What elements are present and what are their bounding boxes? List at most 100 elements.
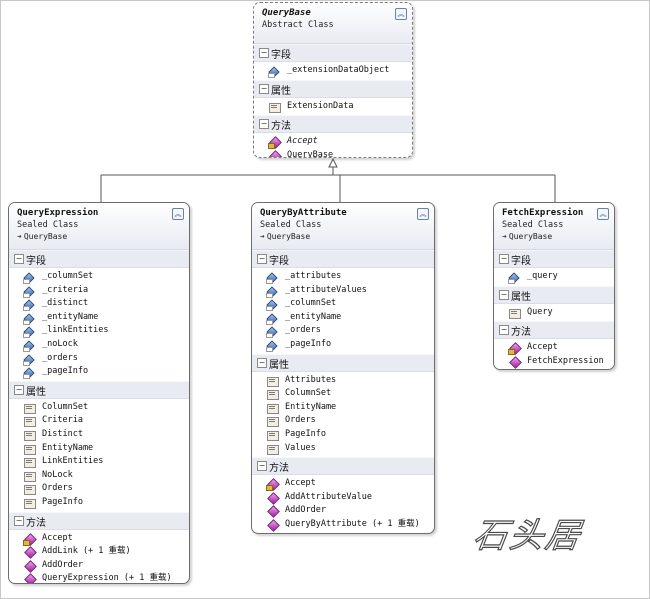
property-icon <box>23 402 36 414</box>
member-name: Values <box>285 442 316 453</box>
member-item[interactable]: NoLock <box>9 469 189 483</box>
section-header-methods[interactable]: −方法 <box>9 511 189 530</box>
field-icon <box>266 312 278 325</box>
collapse-icon[interactable]: ︽ <box>597 208 609 220</box>
field-icon <box>266 285 278 298</box>
class-header[interactable]: QueryExpression Sealed Class ➔QueryBase … <box>9 203 189 250</box>
field-icon <box>268 65 280 78</box>
minus-icon[interactable]: − <box>499 254 509 264</box>
section-header-methods[interactable]: −方法 <box>494 321 614 340</box>
member-item[interactable]: _entityName <box>9 311 189 325</box>
member-item[interactable]: _entityName <box>252 311 434 325</box>
member-item[interactable]: _distinct <box>9 297 189 312</box>
member-item[interactable]: _attributes <box>252 270 434 284</box>
class-kind: Sealed Class <box>260 220 322 230</box>
member-item[interactable]: _pageInfo <box>9 365 189 380</box>
section-header-fields[interactable]: −字段 <box>494 250 614 268</box>
member-item[interactable]: AddAttributeValue <box>252 491 434 505</box>
minus-icon[interactable]: − <box>257 357 267 368</box>
member-item[interactable]: LinkEntities <box>9 455 189 469</box>
member-item[interactable]: _linkEntities <box>9 324 189 339</box>
member-name: _orders <box>285 325 321 336</box>
section-header-properties[interactable]: −属性 <box>494 285 614 304</box>
class-box-fetchexpression[interactable]: FetchExpression Sealed Class ➔QueryBase … <box>493 202 615 370</box>
collapse-icon[interactable]: ︽ <box>395 8 407 20</box>
member-name: ColumnSet <box>42 401 89 412</box>
class-header[interactable]: FetchExpression Sealed Class ➔QueryBase … <box>494 203 614 250</box>
member-item[interactable]: FetchExpression <box>494 355 614 369</box>
member-item[interactable]: Attributes <box>252 374 434 388</box>
class-header[interactable]: QueryBase Abstract Class ︽ <box>254 3 412 44</box>
minus-icon[interactable]: − <box>259 83 269 94</box>
member-item[interactable]: _orders <box>252 324 434 339</box>
base-class-name: QueryBase <box>266 232 311 241</box>
member-item[interactable]: ExtensionData <box>254 100 412 114</box>
class-name: QueryByAttribute <box>260 208 347 218</box>
member-item[interactable]: _attributeValues <box>252 284 434 298</box>
class-kind: Sealed Class <box>502 220 564 230</box>
minus-icon[interactable]: − <box>14 515 24 526</box>
class-header[interactable]: QueryByAttribute Sealed Class ➔QueryBase… <box>252 203 434 250</box>
minus-icon[interactable]: − <box>14 254 24 264</box>
member-item[interactable]: _columnSet <box>252 297 434 312</box>
member-item[interactable]: Accept <box>494 341 614 356</box>
member-item[interactable]: Accept <box>252 477 434 492</box>
collapse-icon[interactable]: ︽ <box>417 208 429 220</box>
field-icon <box>266 325 278 339</box>
class-box-queryexpression[interactable]: QueryExpression Sealed Class ➔QueryBase … <box>8 202 190 584</box>
member-item[interactable]: _extensionDataObject <box>254 64 412 78</box>
collapse-icon[interactable]: ︽ <box>172 208 184 220</box>
member-item[interactable]: QueryExpression (+ 1 重载) <box>9 572 189 583</box>
member-item[interactable]: PageInfo <box>9 496 189 510</box>
minus-icon[interactable]: − <box>257 461 267 472</box>
section-header-properties[interactable]: −属性 <box>9 380 189 399</box>
method-icon <box>266 505 278 517</box>
member-item[interactable]: Values <box>252 442 434 456</box>
protected-method-icon <box>268 136 280 150</box>
section-header-methods[interactable]: −方法 <box>254 115 412 134</box>
section-header-methods[interactable]: −方法 <box>252 457 434 476</box>
member-item[interactable]: _query <box>494 270 614 284</box>
member-item[interactable]: AddLink (+ 1 重载) <box>9 545 189 559</box>
member-item[interactable]: AddOrder <box>252 504 434 518</box>
member-item[interactable]: _noLock <box>9 338 189 352</box>
member-name: Accept <box>527 342 558 353</box>
member-item[interactable]: Query <box>494 306 614 320</box>
member-item[interactable]: _orders <box>9 352 189 366</box>
class-box-querybase[interactable]: QueryBase Abstract Class ︽ −字段 _extensio… <box>253 2 413 158</box>
field-icon <box>266 339 278 352</box>
property-icon <box>266 402 279 414</box>
section-header-properties[interactable]: −属性 <box>254 79 412 98</box>
member-item[interactable]: QueryBase <box>254 149 412 157</box>
member-item[interactable]: EntityName <box>9 442 189 456</box>
member-item[interactable]: _pageInfo <box>252 338 434 352</box>
member-name: _entityName <box>285 311 342 322</box>
minus-icon[interactable]: − <box>14 384 24 395</box>
minus-icon[interactable]: − <box>259 48 269 58</box>
minus-icon[interactable]: − <box>499 289 509 300</box>
class-box-querybyattribute[interactable]: QueryByAttribute Sealed Class ➔QueryBase… <box>251 202 435 534</box>
member-item[interactable]: Orders <box>9 482 189 496</box>
member-item[interactable]: ColumnSet <box>9 401 189 415</box>
member-item[interactable]: Accept <box>9 532 189 546</box>
section-header-properties[interactable]: −属性 <box>252 353 434 372</box>
member-item[interactable]: _columnSet <box>9 270 189 284</box>
member-item[interactable]: _criteria <box>9 284 189 298</box>
member-item[interactable]: Orders <box>252 414 434 428</box>
member-name: Accept <box>285 478 316 489</box>
minus-icon[interactable]: − <box>499 325 509 336</box>
member-item[interactable]: Criteria <box>9 414 189 428</box>
section-header-fields[interactable]: −字段 <box>252 250 434 268</box>
member-item[interactable]: QueryByAttribute (+ 1 重载) <box>252 518 434 532</box>
member-name: Attributes <box>285 374 337 385</box>
member-item[interactable]: PageInfo <box>252 428 434 442</box>
section-header-fields[interactable]: −字段 <box>254 44 412 62</box>
minus-icon[interactable]: − <box>259 119 269 130</box>
member-item[interactable]: Distinct <box>9 428 189 442</box>
member-item[interactable]: EntityName <box>252 401 434 415</box>
minus-icon[interactable]: − <box>257 254 267 264</box>
member-item[interactable]: Accept <box>254 135 412 150</box>
section-header-fields[interactable]: −字段 <box>9 250 189 268</box>
member-item[interactable]: AddOrder <box>9 559 189 573</box>
member-item[interactable]: ColumnSet <box>252 387 434 401</box>
